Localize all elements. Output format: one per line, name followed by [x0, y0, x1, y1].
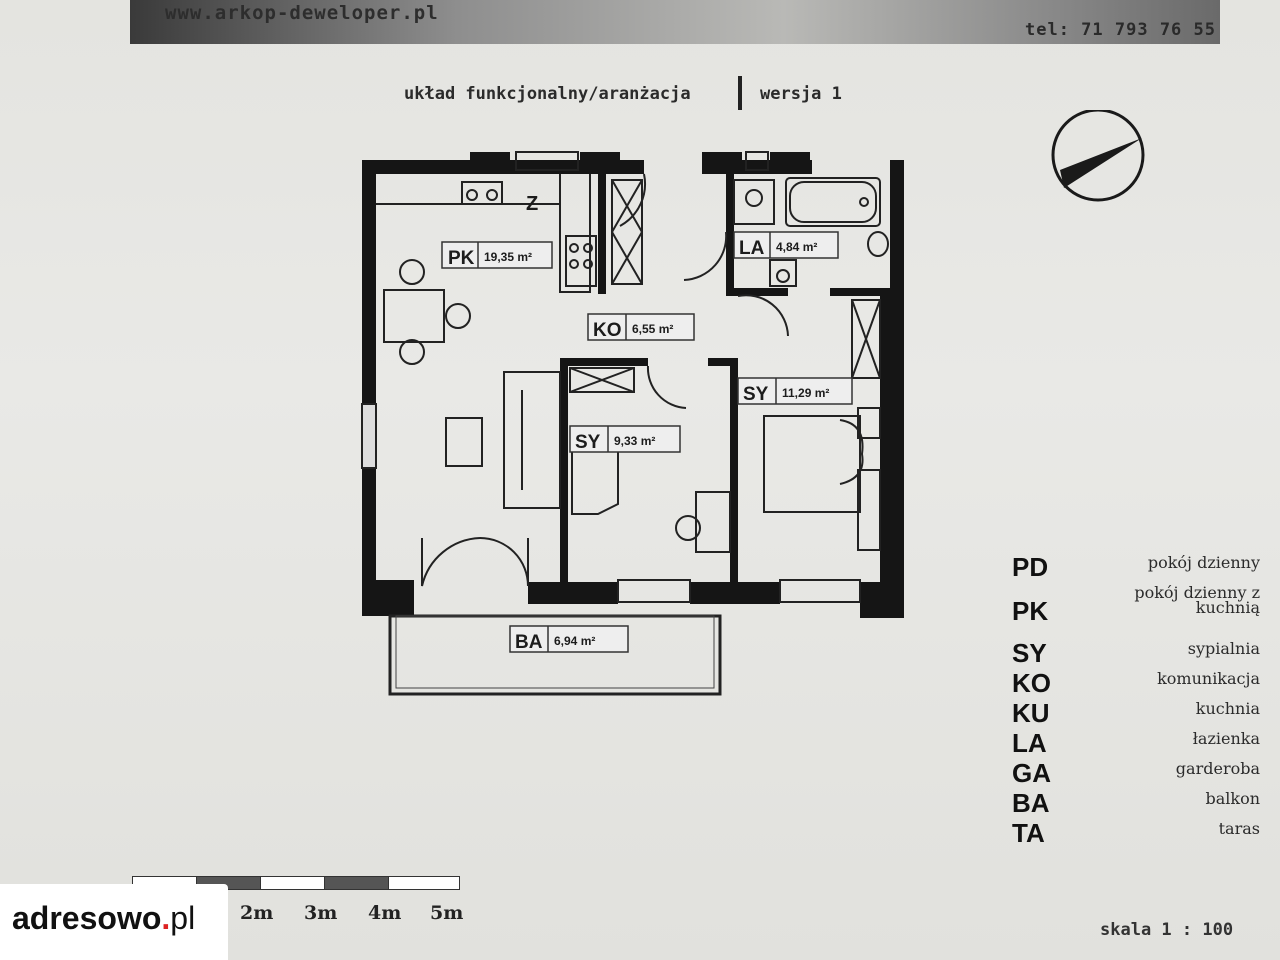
- legend-code: BA: [1012, 788, 1050, 818]
- legend-description: łazienka: [1192, 729, 1260, 748]
- room-code: KO: [593, 320, 622, 341]
- logo-text: adresowo.pl: [12, 900, 196, 936]
- legend-description: garderoba: [1175, 759, 1260, 778]
- legend-description: pokój dzienny: [1147, 553, 1260, 572]
- legend-description: kuchnia: [1195, 699, 1260, 718]
- plan-title: układ funkcjonalny/aranżacja: [404, 84, 691, 104]
- legend-code: LA: [1012, 728, 1047, 758]
- room-area: 9,33 m²: [614, 434, 655, 448]
- legend-row: PD pokój dzienny: [1012, 552, 1260, 582]
- room-label-sy-1: SY 11,29 m²: [737, 377, 853, 405]
- scale-tick-label: 2m: [240, 902, 274, 924]
- scale-ratio: skala 1 : 100: [1100, 920, 1234, 940]
- legend-row: TA taras: [1012, 818, 1260, 848]
- legend-code: KU: [1012, 698, 1050, 728]
- legend-row: GA garderoba: [1012, 758, 1260, 788]
- legend-description: komunikacja: [1157, 669, 1260, 688]
- room-code: LA: [739, 238, 765, 259]
- room-label-pk: PK 19,35 m²: [441, 241, 553, 269]
- room-label-la: LA 4,84 m²: [733, 231, 839, 259]
- fridge-mark: Z: [526, 193, 538, 215]
- room-label-ba: BA 6,94 m²: [509, 625, 629, 653]
- plan-version: wersja 1: [760, 84, 842, 104]
- room-code: SY: [743, 384, 769, 405]
- legend-code: TA: [1012, 818, 1045, 848]
- legend-row: PK pokój dzienny z kuchnią: [1012, 582, 1260, 638]
- adresowo-logo[interactable]: adresowo.pl: [0, 884, 228, 960]
- legend-code: GA: [1012, 758, 1051, 788]
- legend-row: KO komunikacja: [1012, 668, 1260, 698]
- room-legend: PD pokój dzienny PK pokój dzienny z kuch…: [1012, 552, 1260, 848]
- legend-code: PK: [1012, 596, 1049, 626]
- apartment-floor-plan: Z: [361, 151, 904, 696]
- website-url: www.arkop-deweloper.pl: [165, 2, 439, 24]
- title-separator: [738, 76, 742, 110]
- legend-row: KU kuchnia: [1012, 698, 1260, 728]
- room-code: PK: [448, 248, 475, 269]
- legend-description: balkon: [1205, 789, 1260, 808]
- room-area: 11,29 m²: [782, 386, 829, 400]
- room-area: 4,84 m²: [776, 240, 817, 254]
- scale-tick-label: 3m: [304, 902, 338, 924]
- room-label-ko: KO 6,55 m²: [587, 313, 695, 341]
- legend-code: PD: [1012, 552, 1049, 582]
- sofa: [503, 371, 561, 509]
- room-area: 6,55 m²: [632, 322, 673, 336]
- bedroom-2-furniture: [569, 367, 731, 553]
- bathroom-fixtures: [733, 177, 889, 287]
- kitchen-counter: [376, 174, 643, 293]
- legend-code: SY: [1012, 638, 1047, 668]
- room-code: BA: [515, 632, 543, 653]
- legend-row: SY sypialnia: [1012, 638, 1260, 668]
- legend-description: taras: [1218, 819, 1260, 838]
- room-area: 6,94 m²: [554, 634, 595, 648]
- scale-tick-label: 4m: [368, 902, 402, 924]
- legend-description: sypialnia: [1187, 639, 1260, 658]
- dining-table: [383, 259, 483, 467]
- scale-tick-label: 5m: [430, 902, 464, 924]
- balcony-door: [421, 537, 529, 587]
- windows: [361, 151, 861, 603]
- phone-number: tel: 71 793 76 55: [1025, 20, 1216, 40]
- north-arrow-icon: [1051, 110, 1145, 202]
- legend-row: BA balkon: [1012, 788, 1260, 818]
- room-area: 19,35 m²: [484, 250, 532, 264]
- bedroom-1-furniture: [763, 299, 881, 551]
- hall-doors: [619, 173, 789, 409]
- legend-code: KO: [1012, 668, 1051, 698]
- room-code: SY: [575, 432, 601, 453]
- legend-row: LA łazienka: [1012, 728, 1260, 758]
- header-band: [130, 0, 1220, 44]
- room-label-sy-2: SY 9,33 m²: [569, 425, 681, 453]
- legend-description: pokój dzienny z kuchnią: [1134, 583, 1260, 617]
